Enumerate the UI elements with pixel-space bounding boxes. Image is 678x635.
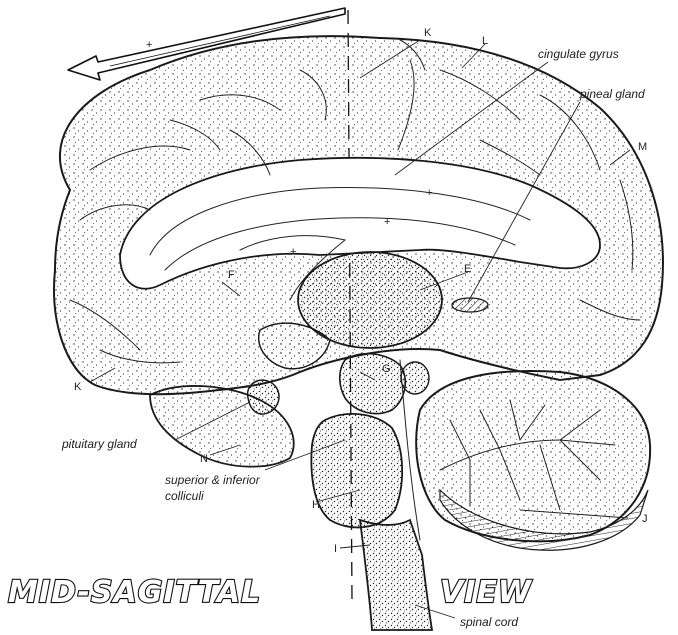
pons xyxy=(311,414,402,528)
label-pineal-gland: pineal gland xyxy=(579,87,645,101)
title-view: VIEW xyxy=(440,575,533,610)
label-h: H xyxy=(312,499,320,511)
svg-text:+: + xyxy=(146,39,152,51)
svg-text:+: + xyxy=(384,216,390,228)
label-spinal-cord: spinal cord xyxy=(460,615,518,629)
svg-text:+: + xyxy=(290,246,296,258)
label-colliculi-line1: superior & inferior xyxy=(165,473,261,487)
title-mid-sagittal: MID-SAGITTAL xyxy=(8,575,261,610)
cerebellum xyxy=(416,371,650,550)
label-n: N xyxy=(200,453,208,465)
svg-text:+: + xyxy=(426,187,432,199)
label-k-top: K xyxy=(424,27,432,39)
label-j: J xyxy=(642,513,648,525)
label-m: M xyxy=(638,141,647,153)
label-k-bottom: K xyxy=(74,381,82,393)
label-l: L xyxy=(482,35,488,47)
pineal-gland xyxy=(452,298,488,312)
label-f: F xyxy=(228,269,235,281)
label-e: E xyxy=(464,263,471,275)
medulla-spinal-cord xyxy=(360,520,432,630)
label-pituitary-gland: pituitary gland xyxy=(61,437,137,451)
colliculi xyxy=(401,362,429,394)
label-g: G xyxy=(382,363,391,375)
midbrain xyxy=(340,354,406,414)
label-i: I xyxy=(334,543,337,555)
label-colliculi-line2: colliculi xyxy=(165,489,204,503)
label-cingulate-gyrus: cingulate gyrus xyxy=(538,47,619,61)
